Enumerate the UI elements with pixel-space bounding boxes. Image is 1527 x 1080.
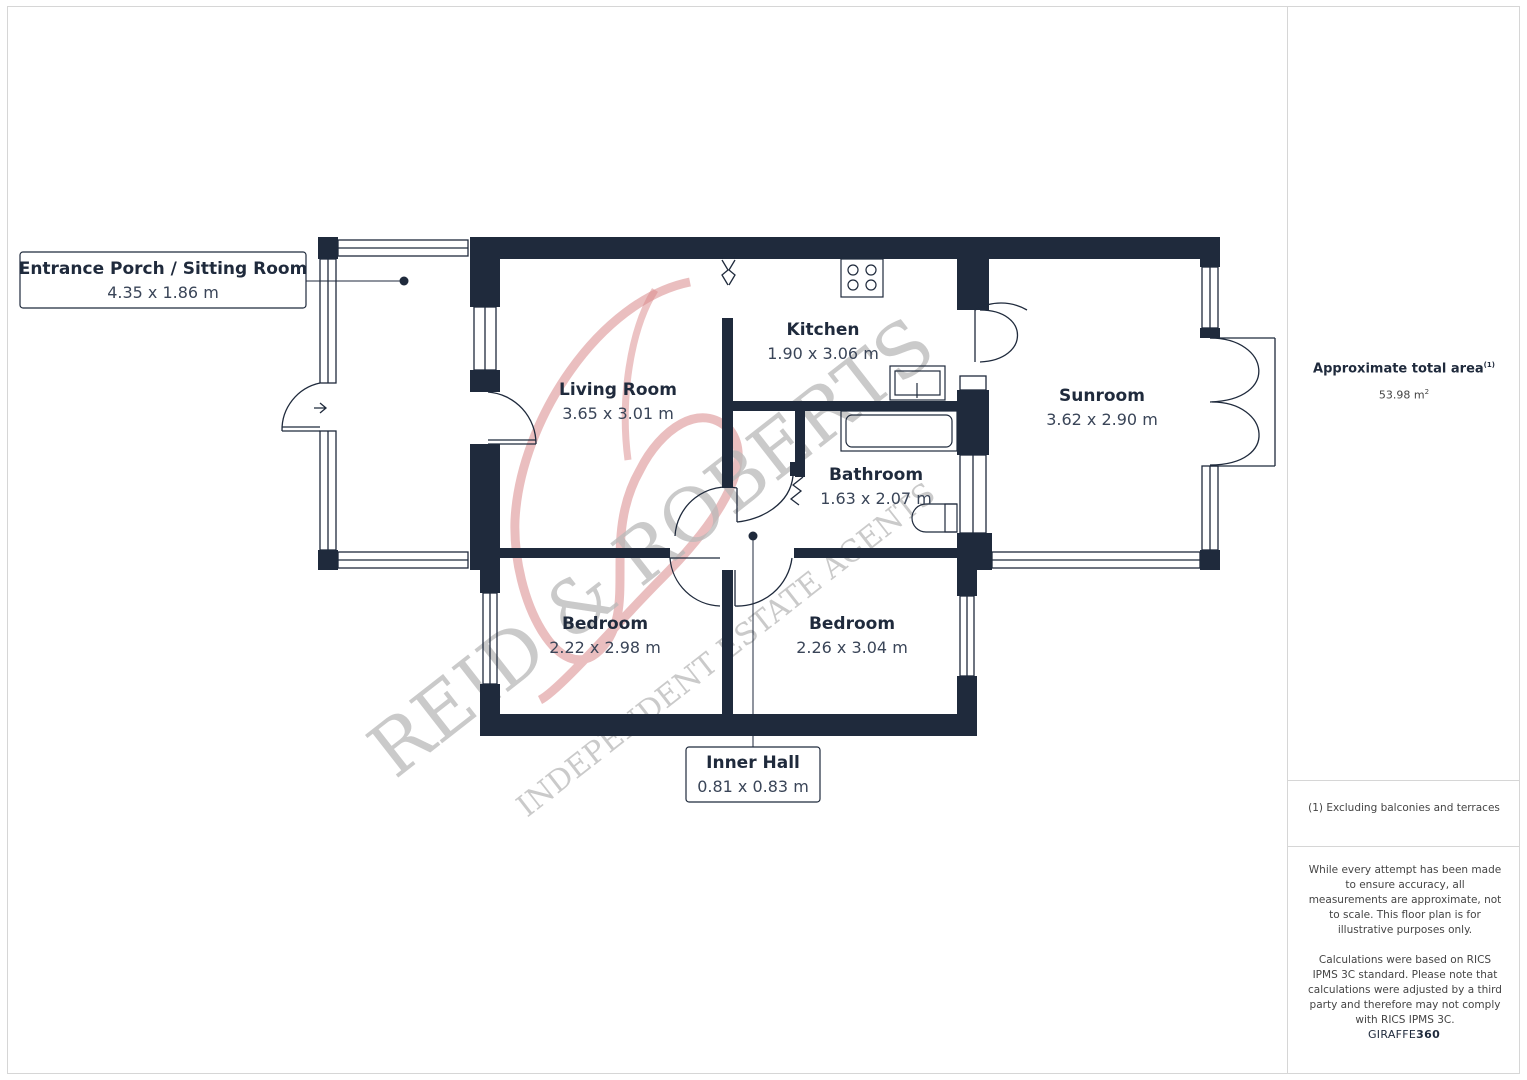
walls bbox=[318, 237, 1220, 736]
area-value-text: 53.98 m bbox=[1378, 388, 1425, 402]
watermark-monogram bbox=[510, 277, 743, 705]
brand-bold: 360 bbox=[1416, 1028, 1441, 1041]
fixtures bbox=[840, 258, 958, 533]
sink-icon bbox=[889, 365, 946, 401]
disclaimer-accuracy: While every attempt has been made to ens… bbox=[1308, 864, 1502, 936]
room-name-bedroom-2: Bedroom bbox=[809, 614, 895, 634]
room-name-porch: Entrance Porch / Sitting Room bbox=[19, 259, 308, 279]
room-dims-inner-hall: 0.81 x 0.83 m bbox=[697, 777, 809, 796]
windows bbox=[319, 239, 1219, 685]
watermark-monogram-stroke bbox=[621, 288, 658, 461]
room-name-sunroom: Sunroom bbox=[1059, 386, 1145, 406]
area-title: Approximate total area(1) bbox=[1288, 361, 1520, 376]
porch-label-box bbox=[19, 251, 307, 309]
room-name-kitchen: Kitchen bbox=[787, 320, 860, 340]
disclaimer-calculation: Calculations were based on RICS IPMS 3C … bbox=[1308, 954, 1502, 1026]
room-dims-living: 3.65 x 3.01 m bbox=[562, 404, 674, 423]
brand-light: GIRAFFE bbox=[1367, 1028, 1417, 1041]
label-leaders bbox=[306, 280, 754, 747]
doors bbox=[281, 259, 1276, 607]
area-title-footnote: (1) bbox=[1483, 361, 1495, 369]
porch-marker bbox=[399, 276, 409, 286]
floor-plan: REID & ROBERTS INDEPENDENT ESTATE AGENTS bbox=[19, 237, 1276, 824]
room-name-living: Living Room bbox=[559, 380, 677, 400]
room-name-bedroom-1: Bedroom bbox=[562, 614, 648, 634]
room-dims-bathroom: 1.63 x 2.07 m bbox=[820, 489, 932, 508]
inner-hall-label-box bbox=[685, 746, 821, 803]
room-dims-bedroom-1: 2.22 x 2.98 m bbox=[549, 638, 661, 657]
room-labels: Entrance Porch / Sitting Room 4.35 x 1.8… bbox=[19, 251, 1158, 803]
room-dims-kitchen: 1.90 x 3.06 m bbox=[767, 344, 879, 363]
area-value: 53.98 m2 bbox=[1288, 388, 1520, 402]
sidebar-divider bbox=[1288, 780, 1520, 781]
info-sidebar bbox=[1287, 6, 1520, 1074]
exclusion-note: (1) Excluding balconies and terraces bbox=[1308, 802, 1500, 814]
brand-logo: GIRAFFE360 bbox=[1288, 1028, 1520, 1041]
inner-hall-marker bbox=[748, 531, 758, 541]
disclaimer: While every attempt has been made to ens… bbox=[1305, 863, 1505, 1043]
room-dims-porch: 4.35 x 1.86 m bbox=[107, 283, 219, 302]
room-name-inner-hall: Inner Hall bbox=[706, 753, 800, 773]
toilet-icon bbox=[911, 503, 957, 533]
area-title-text: Approximate total area bbox=[1313, 361, 1484, 377]
sidebar-divider bbox=[1288, 846, 1520, 847]
page-frame bbox=[7, 6, 1520, 1074]
hob-icon bbox=[840, 258, 884, 298]
area-unit-superscript: 2 bbox=[1424, 388, 1430, 396]
room-dims-bedroom-2: 2.26 x 3.04 m bbox=[796, 638, 908, 657]
bath-icon bbox=[840, 410, 958, 452]
room-dims-sunroom: 3.62 x 2.90 m bbox=[1046, 410, 1158, 429]
room-name-bathroom: Bathroom bbox=[829, 465, 923, 485]
